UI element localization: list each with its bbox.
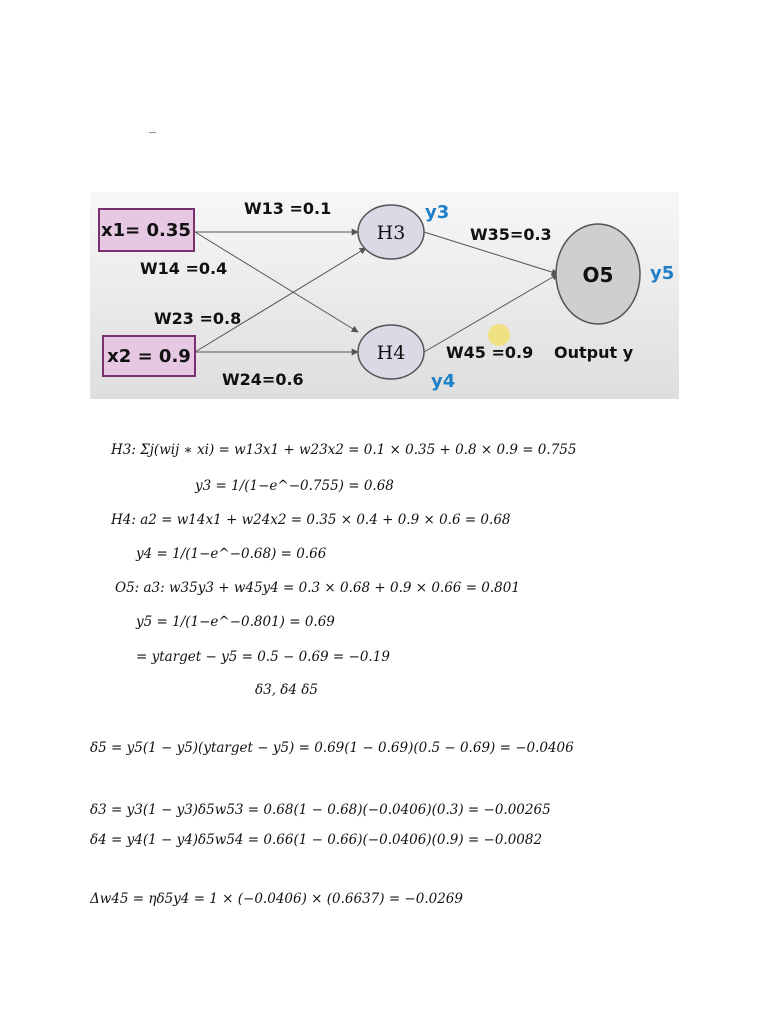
equation-delta-w45: Δw45 = ηδ5y4 = 1 × (−0.0406) × (0.6637) …: [90, 891, 463, 907]
hidden-node-h3: H3: [357, 204, 425, 260]
weight-label-w23: W23 =0.8: [154, 309, 241, 328]
stray-mark: _: [149, 118, 156, 134]
output-node-o5: O5: [555, 223, 641, 325]
weight-label-w24: W24=0.6: [222, 370, 304, 389]
edge-x1-h4: [194, 231, 359, 333]
weight-label-w35: W35=0.3: [470, 225, 552, 244]
output-caption: Output y: [554, 343, 634, 362]
weight-label-w14: W14 =0.4: [140, 259, 227, 278]
equation-h3-sum: H3: Σj(wij ∗ xi) = w13x1 + w23x2 = 0.1 ×…: [111, 442, 577, 458]
output-label-y5: y5: [650, 263, 674, 284]
weight-label-w13: W13 =0.1: [244, 199, 331, 218]
hidden-node-h4: H4: [357, 324, 425, 380]
input-node-x2: x2 = 0.9: [102, 335, 196, 377]
output-label-o5: O5: [583, 263, 614, 287]
equation-error: = ytarget − y5 = 0.5 − 0.69 = −0.19: [136, 649, 390, 665]
equation-o5-sum: O5: a3: w35y3 + w45y4 = 0.3 × 0.68 + 0.9…: [115, 580, 520, 596]
equation-y3: y3 = 1/(1−e^−0.755) = 0.68: [195, 478, 394, 494]
edge-h3-o5: [423, 231, 559, 276]
equation-y4: y4 = 1/(1−e^−0.68) = 0.66: [136, 546, 327, 562]
input-label-x1: x1= 0.35: [101, 220, 191, 241]
input-label-x2: x2 = 0.9: [107, 346, 191, 367]
equation-h4-sum: H4: a2 = w14x1 + w24x2 = 0.35 × 0.4 + 0.…: [111, 512, 511, 528]
neural-network-diagram: x1= 0.35 x2 = 0.9 H3 H4 O5 y3 y4 y5 W13 …: [90, 192, 679, 399]
hidden-label-h4: H4: [377, 342, 406, 364]
weight-label-w45: W45 =0.9: [446, 343, 533, 362]
input-node-x1: x1= 0.35: [98, 208, 195, 252]
edge-x2-h3: [194, 247, 367, 353]
equation-deltas-heading: δ3, δ4 δ5: [255, 682, 319, 698]
equation-delta4: δ4 = y4(1 − y4)δ5w54 = 0.66(1 − 0.66)(−0…: [90, 832, 543, 848]
edge-h4-o5: [423, 273, 559, 353]
output-label-y4: y4: [431, 371, 455, 392]
equation-delta3: δ3 = y3(1 − y3)δ5w53 = 0.68(1 − 0.68)(−0…: [90, 802, 551, 818]
equation-delta5: δ5 = y5(1 − y5)(ytarget − y5) = 0.69(1 −…: [90, 740, 574, 756]
hidden-label-h3: H3: [377, 222, 406, 244]
equation-y5: y5 = 1/(1−e^−0.801) = 0.69: [136, 614, 335, 630]
output-label-y3: y3: [425, 202, 449, 223]
cursor-highlight-icon: [488, 324, 510, 346]
